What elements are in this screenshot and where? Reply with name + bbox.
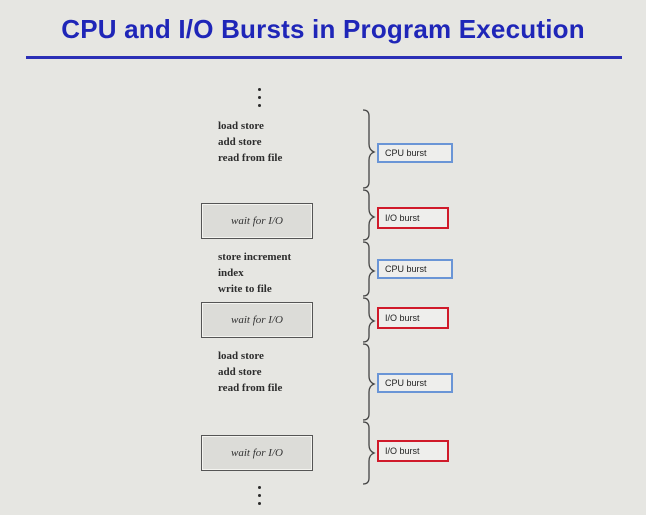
wait-for-io-box-3: wait for I/O — [201, 435, 313, 471]
code-line: read from file — [218, 382, 283, 394]
io-burst-label-2: I/O burst — [377, 307, 449, 329]
brace-io-2 — [362, 297, 376, 343]
cpu-burst-label-3: CPU burst — [377, 373, 453, 393]
code-line: add store — [218, 136, 262, 148]
code-line: add store — [218, 366, 262, 378]
slide-title: CPU and I/O Bursts in Program Execution — [61, 14, 585, 44]
burst-braces — [362, 109, 376, 485]
code-line: read from file — [218, 152, 283, 164]
ellipsis-bottom — [258, 486, 264, 510]
title-underline — [26, 56, 622, 59]
ellipsis-top — [258, 88, 264, 112]
brace-cpu-1 — [362, 109, 376, 189]
code-line: index — [218, 267, 244, 279]
wait-for-io-box-1: wait for I/O — [201, 203, 313, 239]
brace-cpu-3 — [362, 343, 376, 421]
brace-cpu-2 — [362, 241, 376, 297]
code-block-1: load store add store read from file — [218, 118, 282, 166]
io-burst-label-3: I/O burst — [377, 440, 449, 462]
cpu-burst-label-1: CPU burst — [377, 143, 453, 163]
code-line: load store — [218, 350, 264, 362]
brace-io-3 — [362, 421, 376, 485]
brace-io-1 — [362, 189, 376, 241]
code-block-3: load store add store read from file — [218, 348, 282, 396]
wait-for-io-box-2: wait for I/O — [201, 302, 313, 338]
code-line: load store — [218, 120, 264, 132]
cpu-burst-label-2: CPU burst — [377, 259, 453, 279]
code-line: store increment — [218, 251, 292, 263]
code-line: write to file — [218, 283, 272, 295]
code-block-2: store increment index write to file — [218, 249, 291, 297]
io-burst-label-1: I/O burst — [377, 207, 449, 229]
